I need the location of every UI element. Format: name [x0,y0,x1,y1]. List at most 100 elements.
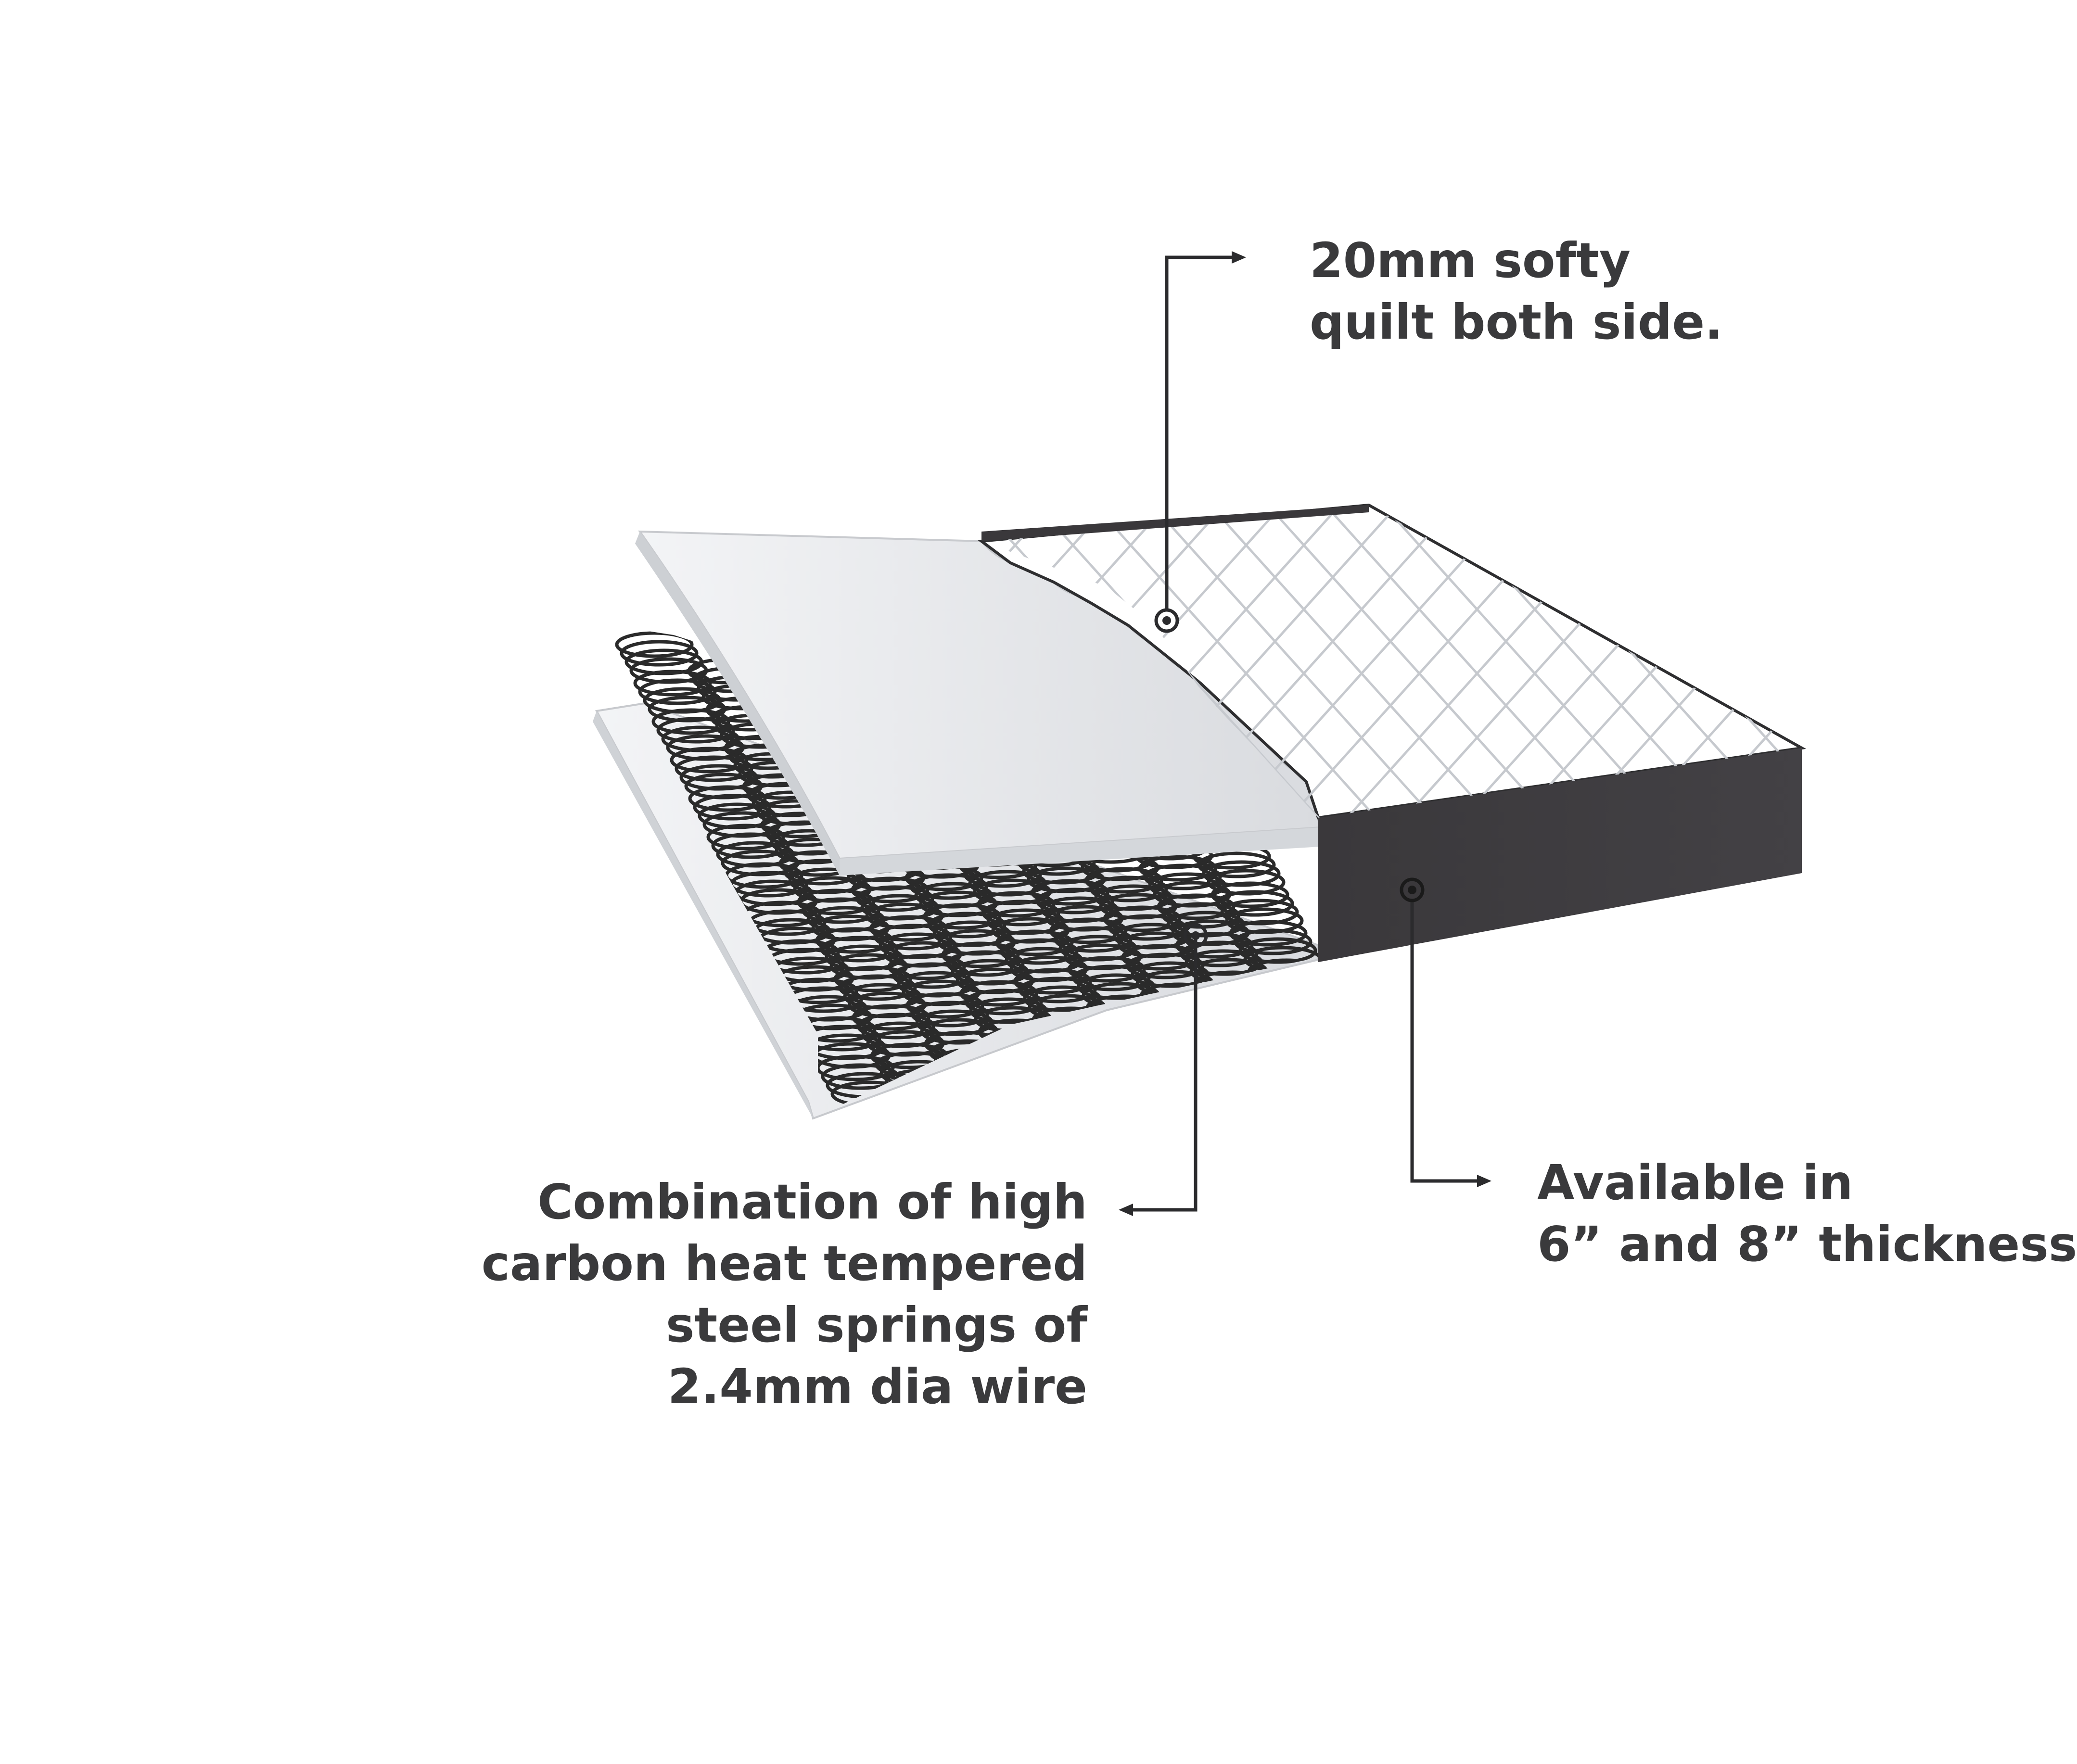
spring-coil [1059,1062,1138,1089]
spring-coil [1216,1017,1295,1044]
spring-coil [1211,1009,1290,1036]
mattress-illustration [0,251,1807,1308]
spring-coil [821,1063,900,1090]
spring-coil [1237,1185,1312,1208]
spring-coil [1261,1232,1336,1256]
quilt-stitch-line [221,433,654,914]
quilt-stitch-line [1838,433,2077,914]
spring-coil [1098,1141,1173,1164]
spring-coil [1310,1212,1385,1235]
spring-coil [996,1057,1075,1084]
spring-coil [1280,1023,1318,1050]
spring-coil [1233,1177,1308,1200]
quilt-stitch-line [1779,505,1802,818]
quilt-stitch-line [0,433,423,914]
spring-coil [1100,1020,1179,1047]
spring-coil [1154,1008,1233,1035]
quilt-stitch-line [0,433,250,914]
springs-callout-line-3: steel springs of [665,1297,1087,1353]
spring-coil [972,1127,1047,1150]
quilt-stitch-line [2011,433,2077,914]
spring-coil [1088,1124,1163,1147]
spring-coil [651,708,730,735]
spring-coil [1405,1285,1480,1308]
spring-coil [1194,1098,1273,1116]
spring-coil [1248,1086,1318,1113]
quilt-stitch-line [221,433,654,914]
spring-coil [1363,1200,1439,1223]
quilt-stitch-line [0,433,366,914]
spring-coil [952,1086,1031,1113]
quilt-stitch-line [0,433,308,914]
quilt-callout-line-2: quilt both side. [1310,294,1723,350]
spring-coil [1014,1095,1093,1116]
spring-coil [1185,1077,1264,1104]
spring-coil [1224,1155,1299,1179]
spring-coil [1345,1161,1420,1184]
spring-coil [1230,1047,1309,1074]
spring-coil [1382,1238,1457,1261]
spring-coil [956,1095,1035,1116]
quilt-stitch-line [106,433,539,914]
spring-coil [1328,1250,1403,1273]
spring-coil [1244,1073,1318,1100]
spring-coil [1327,1123,1402,1146]
spring-coil [1064,1071,1143,1098]
spring-coil [1261,984,1318,1011]
spring-coil [1302,1074,1318,1101]
spring-coil [1257,976,1318,1003]
spring-coil [1258,1103,1318,1116]
springs-callout-line-2: carbon heat tempered [481,1235,1087,1292]
mattress-side-panel [981,505,1802,962]
quilt-stitch-line [1953,433,2077,914]
spring-coil [1387,1247,1462,1270]
spring-coil [1226,1035,1305,1062]
spring-coil [620,640,699,667]
spring-coil [1283,1152,1358,1175]
spring-coil [977,1135,1052,1158]
spring-coil [1188,1206,1263,1229]
spring-coil [1284,1035,1318,1062]
spring-coil [1006,1074,1084,1101]
spring-coil [1338,1268,1413,1291]
leader-lines [1119,251,1491,1216]
spring-coil [1288,1044,1318,1071]
spring-coil [1107,1162,1182,1185]
spring-coil [1291,1173,1366,1196]
quilt-stitch-line [106,433,539,914]
spring-coil [1111,1171,1186,1194]
spring-coil [1031,1123,1106,1146]
spring-coil [1103,1150,1178,1173]
spring-coil [1116,1180,1191,1203]
spring-coil [1211,1126,1286,1149]
quilt-stitch-line [48,433,481,914]
spring-coil [1368,1208,1443,1231]
spring-coil [1373,1217,1448,1240]
spring-coil [1256,1224,1331,1247]
spring-coil [1247,1203,1322,1226]
spring-coil [1268,1126,1343,1149]
spring-coil [688,785,767,812]
spring-coil [992,1044,1071,1071]
spring-coil [1400,1277,1475,1300]
spring-coil [1265,997,1318,1024]
quilt-stitch-line [0,433,192,914]
spring-coil [1149,1000,1228,1027]
quilt-callout: 20mm softy quilt both side. [1310,230,1723,353]
spring-coil [1395,1268,1470,1291]
spring-coil [1203,988,1282,1015]
spring-coil [1190,1085,1269,1112]
springs-callout: Combination of high carbon heat tempered… [482,1171,1087,1418]
spring-coil [1332,1131,1407,1155]
spring-coil [1170,1168,1245,1191]
spring-coil [1093,1132,1168,1155]
spring-coil [1287,1165,1362,1188]
spring-coil [1307,1082,1318,1109]
thickness-callout: Available in 6” and 8” thickness [1537,1152,2077,1275]
quilt-stitch-line [0,433,308,914]
spring-coil [1034,1136,1109,1159]
spring-coil [1296,1182,1371,1205]
spring-coil [1359,1191,1434,1214]
mattress-diagram: 20mm softy quilt both side. Available in… [0,230,2077,1418]
spring-coil [1319,1229,1394,1252]
